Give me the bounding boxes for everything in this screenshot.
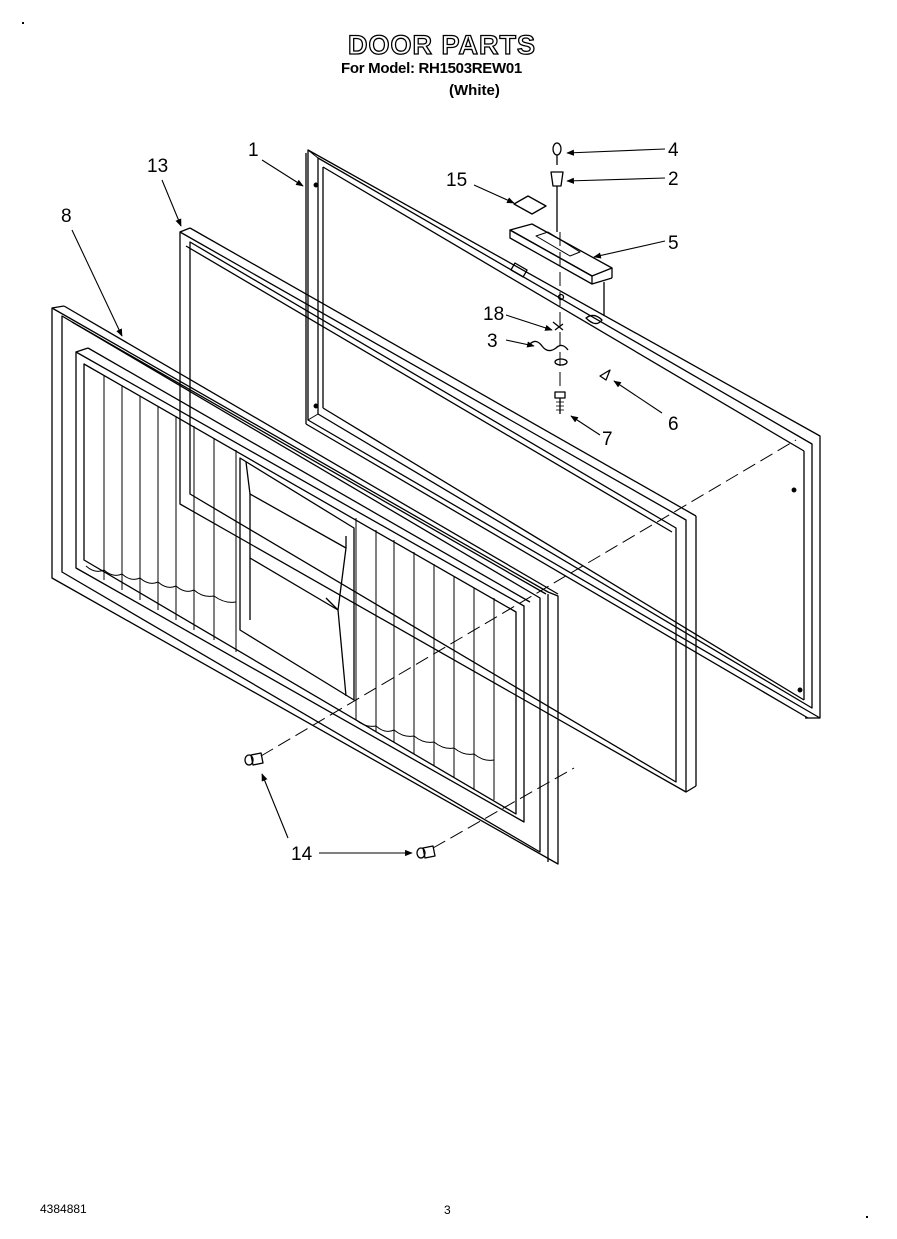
callout-8: 8: [61, 206, 72, 227]
callout-7: 7: [602, 429, 613, 450]
model-subtitle: For Model: RH1503REW01: [341, 60, 522, 77]
callout-1: 1: [248, 140, 259, 161]
callout-5: 5: [668, 233, 679, 254]
leader-arrows: [71, 148, 666, 857]
corner-mark-bottom: [866, 1216, 868, 1218]
color-variant: (White): [449, 82, 500, 99]
outer-door-panel: [51, 305, 559, 865]
corner-mark-top: [22, 22, 24, 24]
callout-14: 14: [291, 844, 313, 865]
page-number: 3: [444, 1203, 451, 1217]
callout-18: 18: [483, 304, 504, 325]
assembly-lines: [260, 232, 797, 849]
callout-3: 3: [487, 331, 498, 352]
callout-2: 2: [668, 169, 679, 190]
callout-4: 4: [668, 140, 679, 161]
hardware-parts: [244, 142, 613, 859]
document-number: 4384881: [40, 1202, 87, 1216]
callout-labels: 1 2 3 4 5 6 7 8 13 14 15 18: [61, 140, 679, 865]
callout-6: 6: [668, 414, 679, 435]
page-title: DOOR PARTS: [347, 29, 537, 60]
callout-15: 15: [446, 170, 467, 191]
callout-13: 13: [147, 156, 168, 177]
door-gasket: [179, 227, 697, 793]
door-liner-frame: [305, 149, 821, 719]
